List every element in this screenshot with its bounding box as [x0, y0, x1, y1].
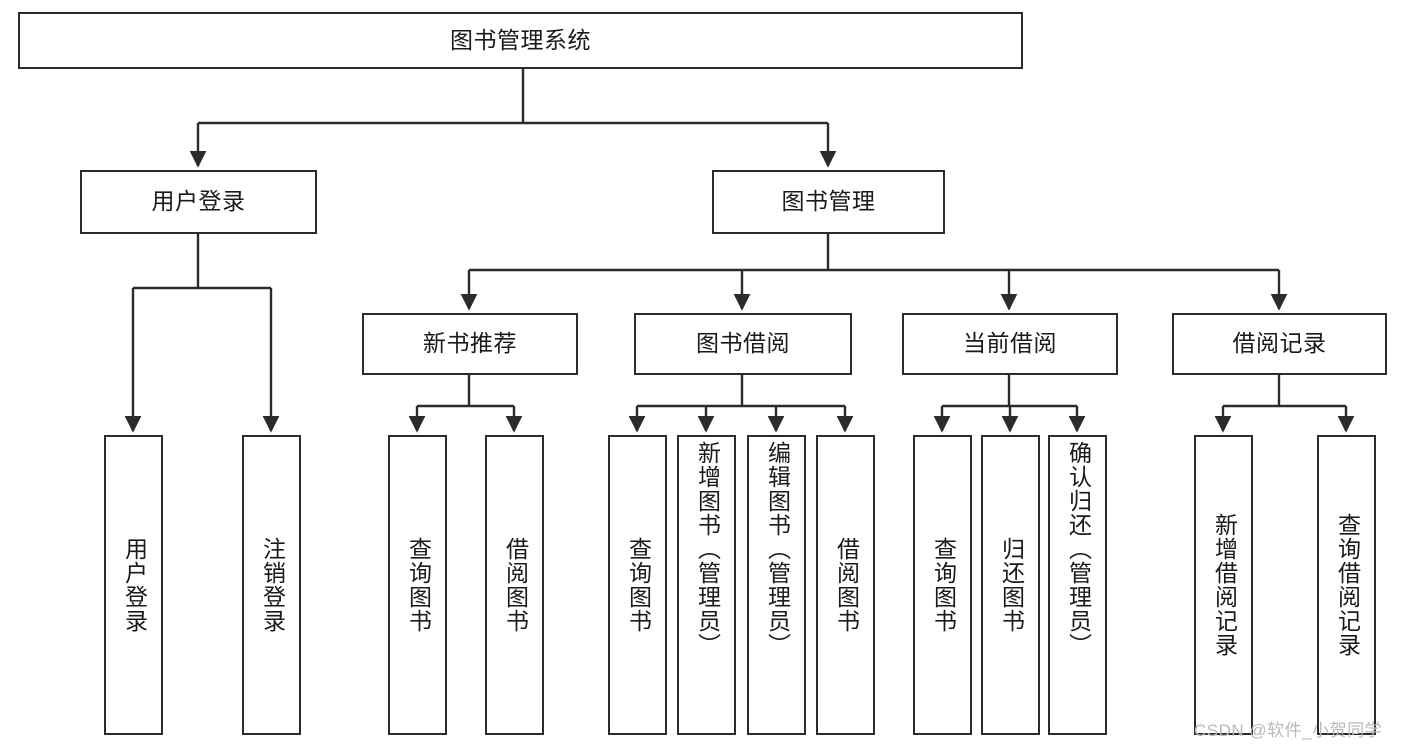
node-current-borrow-label: 当前借阅	[963, 330, 1057, 357]
leaf-current-query-book-label: 查询图书	[930, 537, 957, 633]
leaf-borrow-borrow-book-label: 借阅图书	[833, 537, 860, 633]
node-root-system[interactable]: 图书管理系统	[18, 12, 1023, 69]
leaf-borrow-borrow-book[interactable]: 借阅图书	[816, 435, 875, 735]
leaf-user-login-signout-label: 注销登录	[259, 537, 286, 633]
leaf-record-add-label: 新增借阅记录	[1211, 513, 1238, 657]
leaf-user-login-signin[interactable]: 用户登录	[104, 435, 163, 735]
leaf-record-query-label: 查询借阅记录	[1334, 513, 1361, 657]
leaf-borrow-query-book[interactable]: 查询图书	[608, 435, 667, 735]
csdn-watermark: CSDN @软件_小贺同学	[1194, 721, 1383, 740]
leaf-new-book-query[interactable]: 查询图书	[388, 435, 447, 735]
node-new-book-recommend-label: 新书推荐	[423, 330, 517, 357]
node-new-book-recommend[interactable]: 新书推荐	[362, 313, 578, 375]
node-borrow-record[interactable]: 借阅记录	[1172, 313, 1387, 375]
leaf-current-confirm-return[interactable]: 确认归还（管理员）	[1048, 435, 1107, 735]
node-borrow-record-label: 借阅记录	[1232, 330, 1327, 357]
node-book-borrow[interactable]: 图书借阅	[634, 313, 852, 375]
leaf-current-confirm-return-label: 确认归还（管理员）	[1065, 441, 1092, 657]
node-current-borrow[interactable]: 当前借阅	[902, 313, 1118, 375]
leaf-user-login-signout[interactable]: 注销登录	[242, 435, 301, 735]
node-root-system-label: 图书管理系统	[450, 26, 591, 53]
node-book-management-label: 图书管理	[781, 188, 876, 215]
leaf-borrow-edit-book[interactable]: 编辑图书（管理员）	[747, 435, 806, 735]
leaf-new-book-borrow-label: 借阅图书	[502, 537, 529, 633]
leaf-borrow-edit-book-label: 编辑图书（管理员）	[764, 441, 791, 657]
leaf-new-book-borrow[interactable]: 借阅图书	[485, 435, 544, 735]
node-book-management[interactable]: 图书管理	[712, 170, 945, 234]
node-user-login-label: 用户登录	[151, 188, 246, 215]
leaf-borrow-add-book-label: 新增图书（管理员）	[694, 441, 721, 657]
node-user-login[interactable]: 用户登录	[80, 170, 317, 234]
leaf-current-return-book[interactable]: 归还图书	[981, 435, 1040, 735]
leaf-current-return-book-label: 归还图书	[998, 537, 1025, 633]
leaf-borrow-add-book[interactable]: 新增图书（管理员）	[677, 435, 736, 735]
leaf-record-query[interactable]: 查询借阅记录	[1317, 435, 1376, 735]
leaf-record-add[interactable]: 新增借阅记录	[1194, 435, 1253, 735]
leaf-borrow-query-book-label: 查询图书	[625, 537, 652, 633]
leaf-current-query-book[interactable]: 查询图书	[913, 435, 972, 735]
leaf-new-book-query-label: 查询图书	[405, 537, 432, 633]
node-book-borrow-label: 图书借阅	[696, 330, 790, 357]
leaf-user-login-signin-label: 用户登录	[121, 537, 148, 633]
